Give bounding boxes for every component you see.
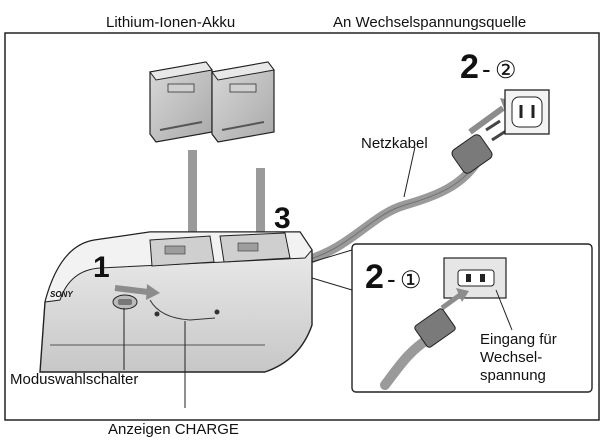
insert-arrow-left: [188, 150, 197, 245]
label-ac-input: Eingang für Wechsel- spannung: [480, 331, 561, 384]
leader-power-cable: [403, 146, 416, 198]
label-power-cable: Netzkabel: [361, 135, 428, 152]
label-battery: Lithium-Ionen-Akku: [106, 14, 235, 31]
step-2-input-number: 2: [365, 258, 384, 296]
step-2-plug-dash: -: [482, 54, 491, 84]
plug-arrow: [468, 105, 505, 135]
power-plug: [451, 119, 507, 174]
charge-lamp-2: [214, 309, 220, 315]
figure-frame: [4, 32, 600, 421]
battery-right: [211, 61, 275, 143]
step-2-plug-sub: ②: [495, 57, 517, 84]
inset-ac-input: [311, 243, 593, 393]
label-mode-switch: Moduswahlschalter: [10, 371, 138, 388]
step-2-input-dash: -: [387, 264, 396, 294]
brand-logo: SONY: [50, 290, 73, 299]
wall-outlet: [504, 89, 550, 135]
step-3-marker: 3: [274, 202, 291, 235]
step-2-input-sub: ①: [400, 267, 422, 294]
step-2-plug-number: 2: [460, 48, 479, 86]
step-1-marker: 1: [93, 251, 110, 284]
power-cable: [295, 160, 480, 267]
charge-lamp-1: [154, 311, 160, 317]
label-ac-source: An Wechselspannungsquelle: [333, 14, 526, 31]
charger-unit: [39, 231, 313, 373]
label-charge-lamps: Anzeigen CHARGE: [108, 421, 239, 438]
battery-left: [149, 61, 213, 143]
insert-arrow-right: [256, 168, 265, 246]
